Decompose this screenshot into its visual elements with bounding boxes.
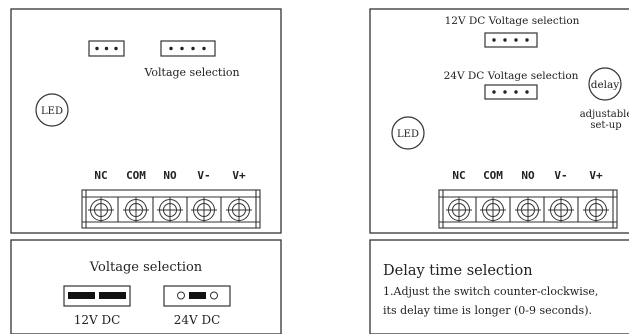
right-terminal-vplus: V+ — [589, 169, 603, 182]
delay-label: delay — [591, 79, 620, 91]
right-24v-header — [484, 84, 538, 100]
left-voltage-selection-label: Voltage selection — [143, 66, 239, 79]
right-terminal-com: COM — [483, 169, 503, 182]
right-12v-header — [484, 32, 538, 48]
left-terminal-block — [81, 189, 261, 229]
left-4pin-header — [160, 40, 216, 57]
left-terminal-no: NO — [163, 169, 177, 182]
right-terminal-nc: NC — [452, 169, 465, 182]
left-led-label: LED — [41, 106, 63, 117]
left-3pin-header — [88, 40, 125, 57]
left-terminal-vplus: V+ — [232, 169, 246, 182]
left-led: LED — [35, 93, 69, 127]
setup-label: set-up — [590, 120, 621, 131]
right-12v-label: 12V DC Voltage selection — [445, 15, 580, 27]
jumper-24v-setting — [163, 285, 231, 307]
left-terminal-com: COM — [126, 169, 146, 182]
left-terminal-nc: NC — [94, 169, 107, 182]
right-led: LED — [391, 116, 425, 150]
delay-panel-title: Delay time selection — [383, 263, 533, 279]
left-board: Voltage selection LED NC COM NO V- V+ — [10, 8, 282, 234]
jumper-12v-setting — [63, 285, 131, 307]
right-board-outline — [369, 8, 629, 234]
left-jumper-panel: Voltage selection 12V DC 24V DC — [10, 239, 282, 334]
left-terminal-screws — [88, 197, 252, 222]
delay-potentiometer: delay — [588, 67, 622, 101]
right-delay-panel-outline — [369, 239, 629, 334]
left-terminal-vminus: V- — [197, 169, 210, 182]
jumper-12v-label: 12V DC — [74, 313, 121, 327]
delay-panel-line1: 1.Adjust the switch counter-clockwise, — [383, 285, 598, 298]
left-jumper-panel-outline — [10, 239, 282, 334]
jumper-24v-label: 24V DC — [174, 313, 221, 327]
right-led-label: LED — [397, 129, 419, 140]
right-24v-label: 24V DC Voltage selection — [444, 70, 579, 82]
left-jumper-panel-title: Voltage selection — [89, 260, 203, 275]
right-board: 12V DC Voltage selection 24V DC Voltage … — [369, 8, 629, 234]
right-terminal-screws — [446, 197, 609, 222]
right-terminal-vminus: V- — [554, 169, 567, 182]
left-board-outline — [10, 8, 282, 234]
adjustable-label: adjustable — [580, 109, 629, 120]
delay-panel-line2: its delay time is longer (0-9 seconds). — [383, 304, 592, 317]
right-terminal-no: NO — [521, 169, 535, 182]
right-delay-panel: Delay time selection 1.Adjust the switch… — [369, 239, 629, 334]
